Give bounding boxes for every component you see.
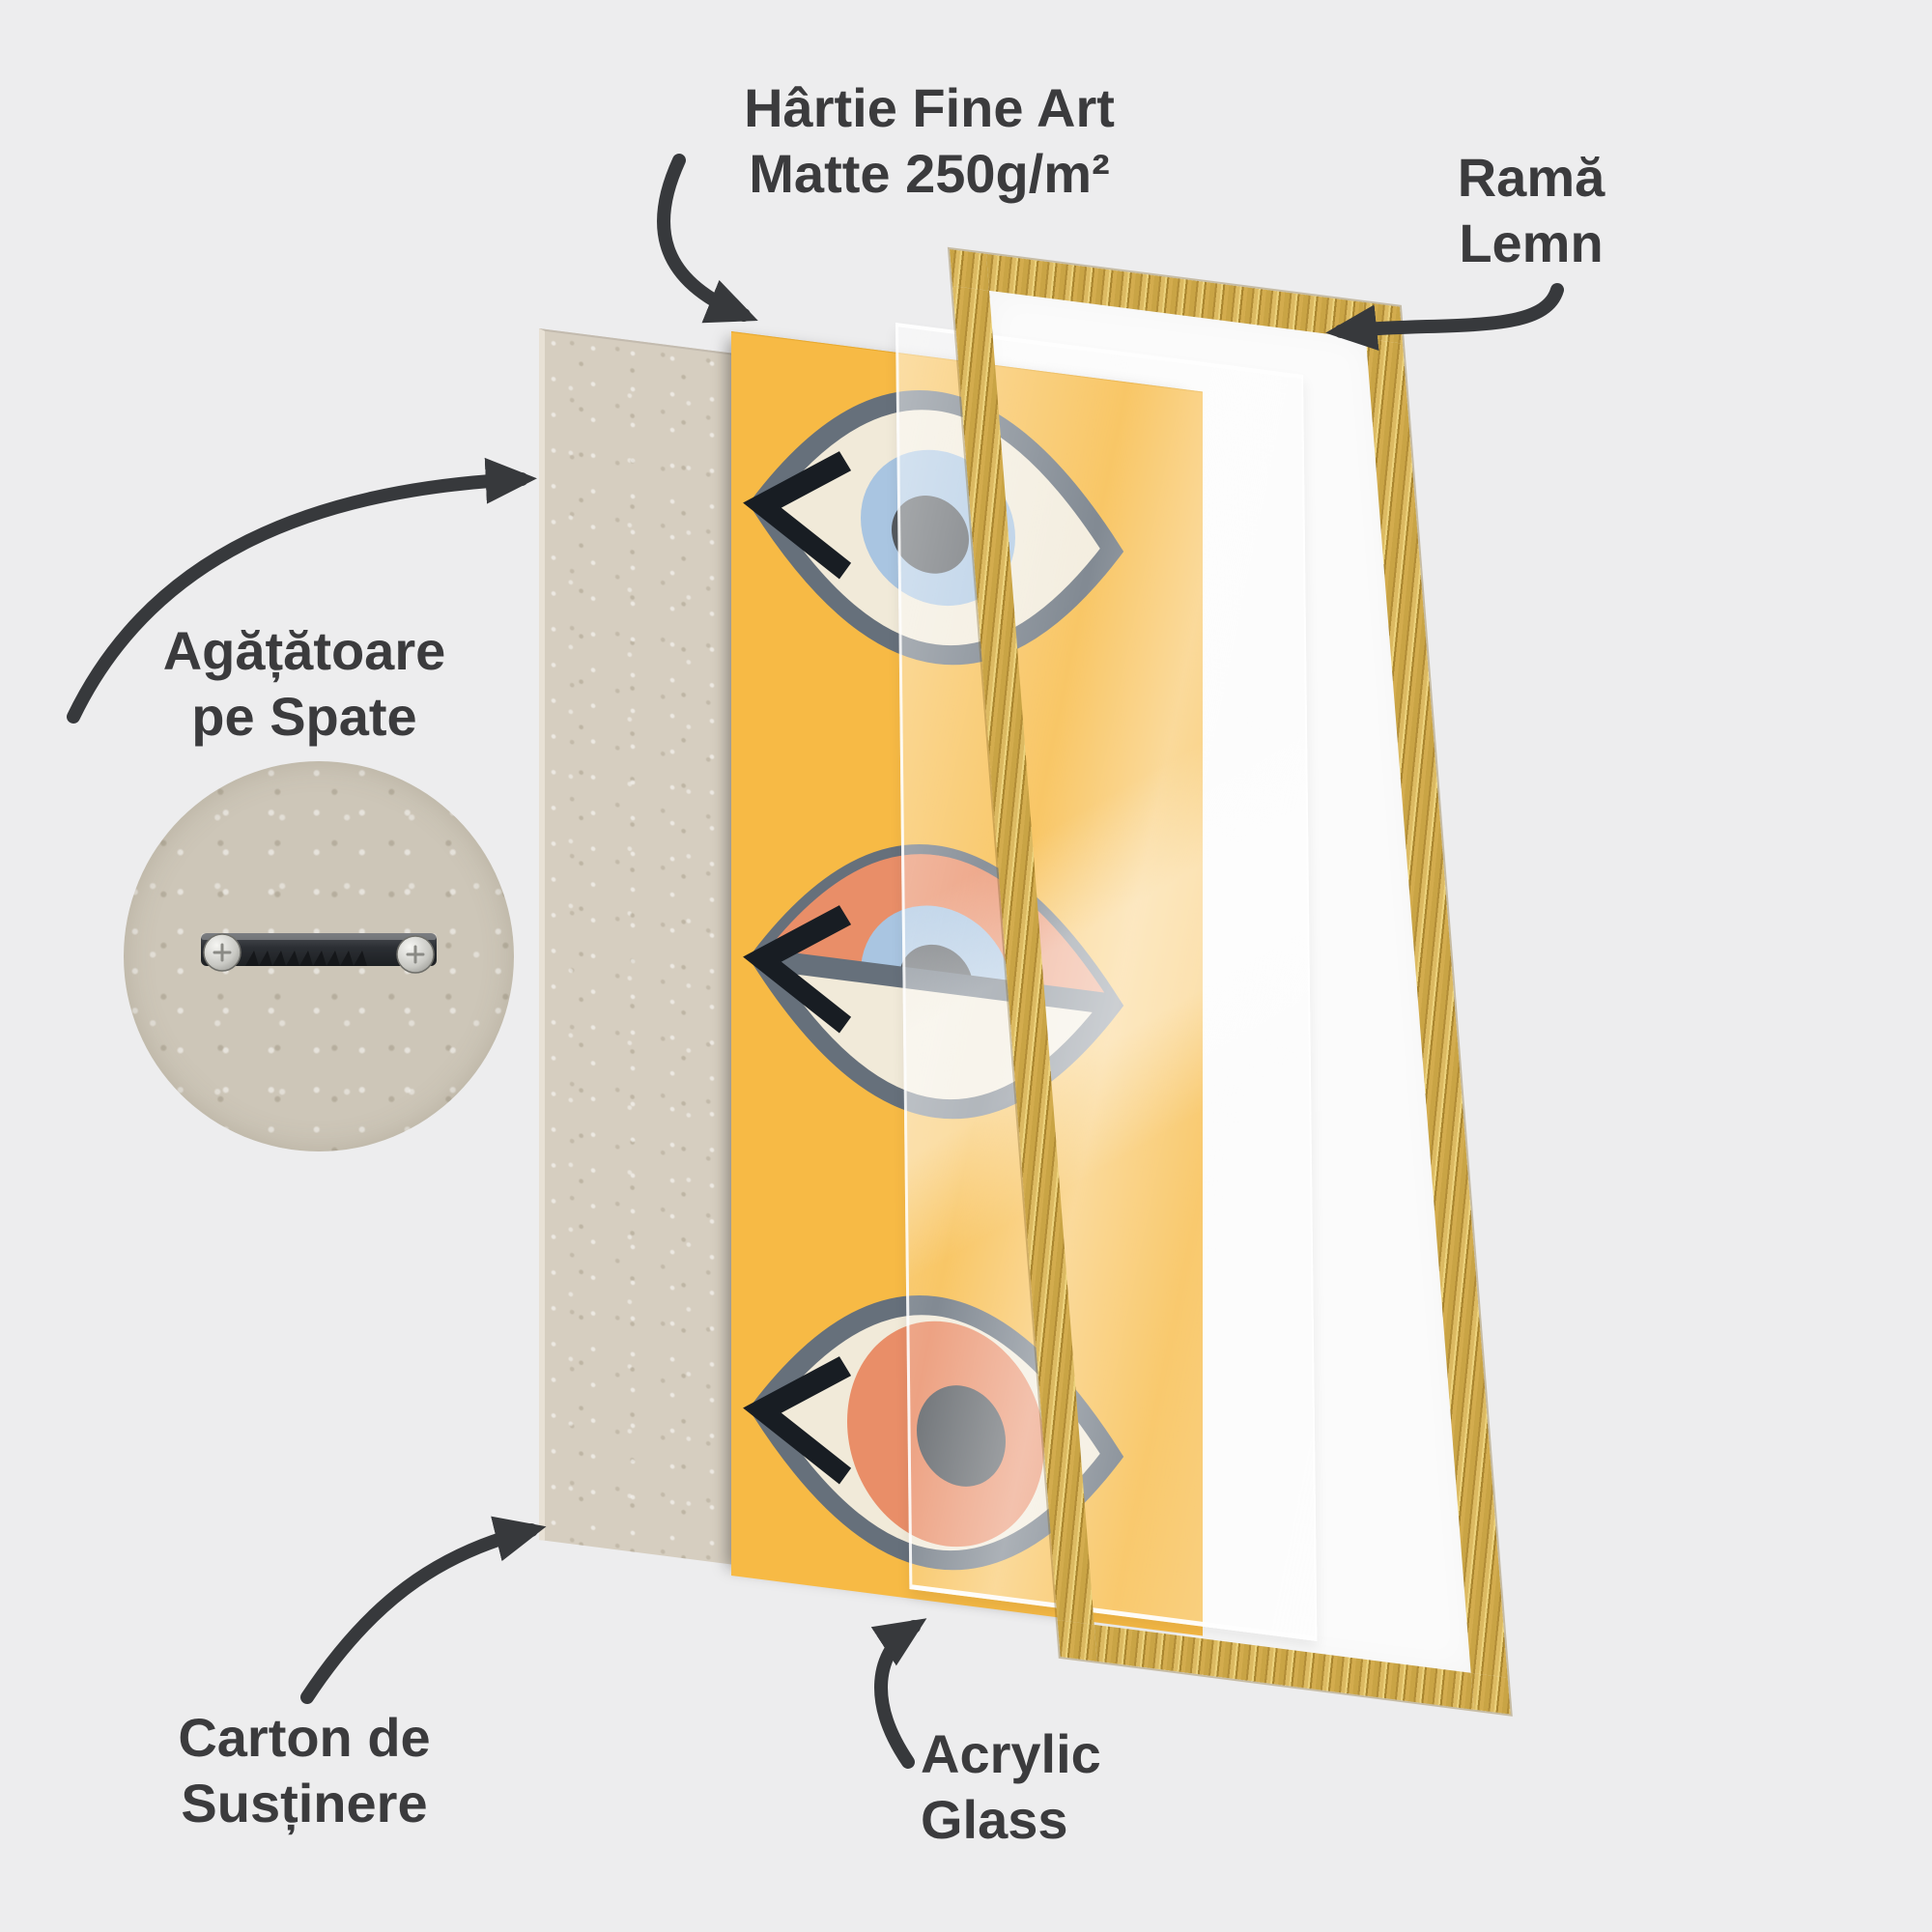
hanger-inset <box>124 761 514 1151</box>
sawtooth-hanger-icon <box>201 933 437 974</box>
label-paper: Hârtie Fine Art Matte 250g/m² <box>744 75 1115 208</box>
label-paper-line2: Matte 250g/m² <box>749 143 1110 205</box>
label-acrylic: Acrylic Glass <box>921 1721 1101 1854</box>
label-frame-line2: Lemn <box>1459 213 1604 274</box>
label-backing: Carton de Susținere <box>178 1705 430 1837</box>
label-acrylic-line1: Acrylic <box>921 1723 1101 1784</box>
acrylic-arrow <box>870 1618 927 1769</box>
paper-arrow <box>657 154 758 324</box>
label-frame: Ramă Lemn <box>1458 145 1605 277</box>
label-backing-line2: Susținere <box>181 1773 428 1834</box>
label-hanger: Agățătoare pe Spate <box>163 618 446 751</box>
backing-arrow <box>300 1516 547 1704</box>
label-paper-line1: Hârtie Fine Art <box>744 77 1115 138</box>
label-frame-line1: Ramă <box>1457 147 1605 208</box>
label-hanger-line1: Agățătoare <box>162 620 446 681</box>
label-hanger-line2: pe Spate <box>191 686 417 748</box>
label-backing-line1: Carton de <box>178 1707 431 1768</box>
label-acrylic-line2: Glass <box>921 1789 1068 1851</box>
